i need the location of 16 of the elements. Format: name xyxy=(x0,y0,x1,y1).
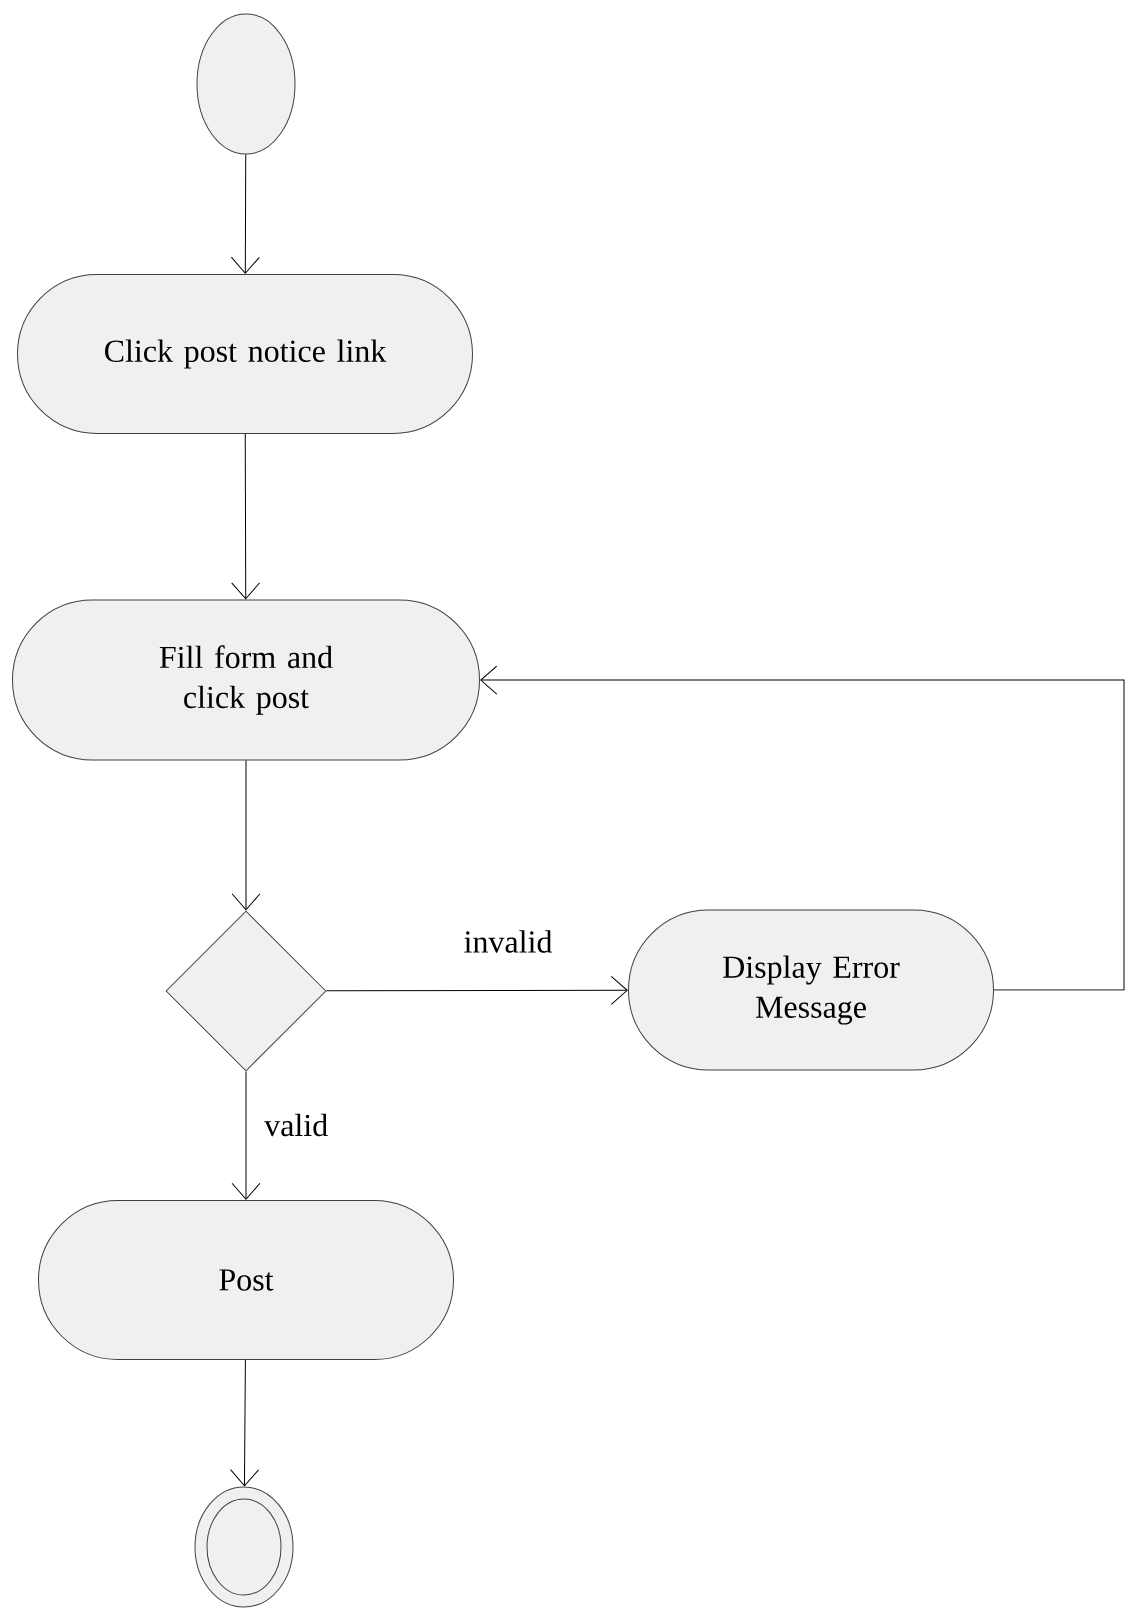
end-node xyxy=(194,1486,294,1608)
edge-label: invalid xyxy=(461,928,555,955)
edge-label: valid xyxy=(262,1111,331,1139)
arrow xyxy=(230,1359,260,1487)
arrow xyxy=(325,975,628,1005)
start-node xyxy=(196,13,296,155)
arrow xyxy=(480,665,1125,991)
arrow xyxy=(231,433,261,600)
arrow xyxy=(230,154,260,274)
activity-box: Post xyxy=(38,1200,454,1360)
activity-box: Fill form and click post xyxy=(12,599,480,761)
arrow xyxy=(231,760,261,911)
decision-diamond xyxy=(165,910,327,1072)
arrow xyxy=(231,1071,261,1200)
activity-box: Display Error Message xyxy=(628,909,994,1071)
activity-box: Click post notice link xyxy=(17,274,473,434)
